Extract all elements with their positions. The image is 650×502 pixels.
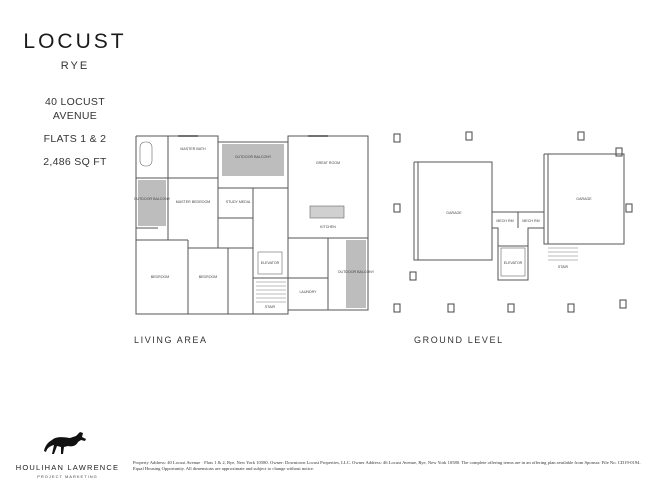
room-master-bath: MASTER BATH <box>180 147 206 151</box>
balcony-left-shading <box>138 180 166 226</box>
living-area-label: LIVING AREA <box>134 335 208 345</box>
houlihan-lawrence-logo: HOULIHAN LAWRENCE PROJECT MARKETING <box>10 430 125 479</box>
room-kitchen: KITCHEN <box>320 225 336 229</box>
room-outdoor-balcony-top: OUTDOOR BALCONY <box>235 155 272 159</box>
address-line-2: AVENUE <box>52 110 98 122</box>
room-ground-elevator: ELEVATOR <box>504 261 523 265</box>
room-bedroom-left: BEDROOM <box>151 275 170 279</box>
address: 40 LOCUST AVENUE <box>0 95 150 123</box>
ground-columns <box>393 131 633 313</box>
room-master-bedroom: MASTER BEDROOM <box>176 200 211 204</box>
flats-label: FLATS 1 & 2 <box>43 133 107 145</box>
room-study-media: STUDY MEDIA <box>226 200 251 204</box>
living-outer-wall <box>135 135 369 315</box>
brand-block: LOCUST RYE <box>0 30 150 72</box>
brand-name: LOCUST <box>23 30 127 53</box>
balcony-top-shading <box>222 144 284 176</box>
bathtub <box>139 141 153 167</box>
ground-level-floor-plan: GARAGE GARAGE MECH RM MECH RM ELEVATOR S… <box>393 131 633 313</box>
room-garage-left: GARAGE <box>446 211 462 215</box>
stair-treads-living <box>256 281 286 303</box>
room-elevator: ELEVATOR <box>261 261 280 265</box>
ground-level-label: GROUND LEVEL <box>414 335 504 345</box>
ground-connector <box>492 211 545 281</box>
address-line-1: 40 LOCUST <box>45 96 105 108</box>
logo-subtitle: PROJECT MARKETING <box>37 474 98 479</box>
balcony-right-shading <box>346 240 366 308</box>
brand-location: RYE <box>60 60 90 72</box>
square-footage: 2,486 SQ FT <box>43 156 107 168</box>
legal-disclaimer: Property Address: 40 Locust Avenue · Fla… <box>133 460 641 472</box>
horse-icon <box>43 432 86 454</box>
room-stair: STAIR <box>265 305 276 309</box>
room-ground-stair: STAIR <box>558 265 569 269</box>
logo-name: HOULIHAN LAWRENCE <box>15 463 120 472</box>
room-mech-rm-2: MECH RM <box>522 219 539 223</box>
ground-elevator-shaft <box>500 247 526 277</box>
kitchen-island <box>309 205 345 219</box>
living-area-floor-plan: OUTDOOR BALCONY GREAT ROOM MASTER BATH M… <box>134 135 375 315</box>
room-laundry: LAUNDRY <box>299 290 317 294</box>
ground-stair-treads <box>548 247 578 261</box>
room-garage-right: GARAGE <box>576 197 592 201</box>
elevator-shaft-living <box>257 251 283 275</box>
room-outdoor-balcony-left: OUTDOOR BALCONY <box>134 197 171 201</box>
room-mech-rm-1: MECH RM <box>496 219 513 223</box>
room-bedroom-center: BEDROOM <box>199 275 218 279</box>
room-outdoor-balcony-right: OUTDOOR BALCONY <box>338 270 375 274</box>
ground-outer-wall-left <box>413 161 493 261</box>
room-great-room: GREAT ROOM <box>316 161 340 165</box>
